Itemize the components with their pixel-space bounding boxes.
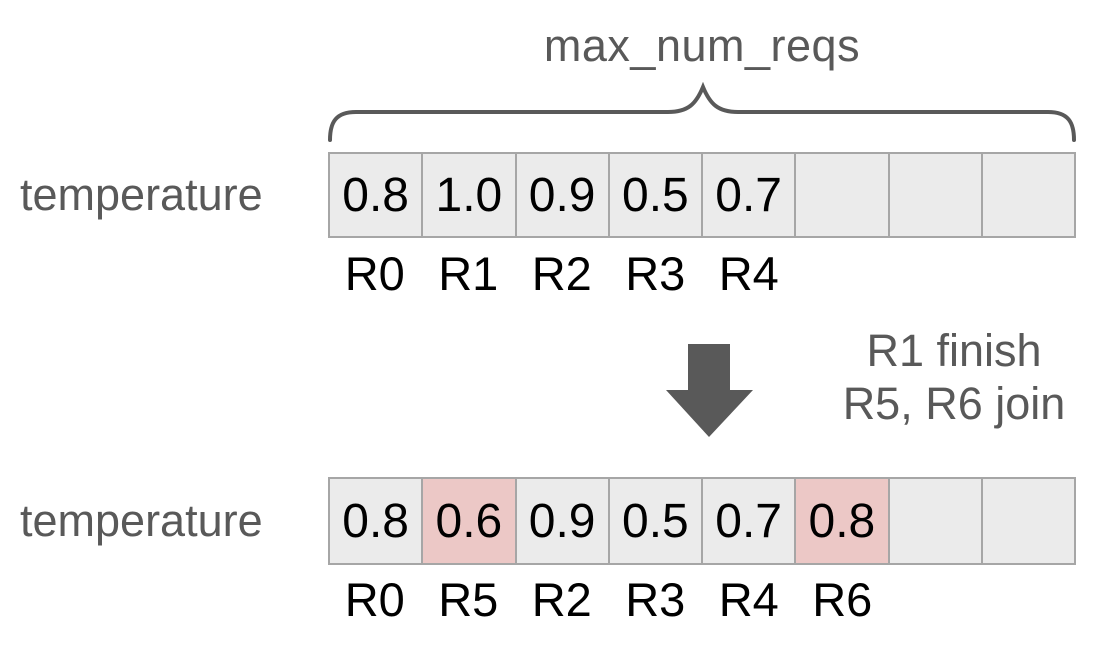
- request-index-label: R5: [438, 573, 499, 626]
- array-cell: 0.5: [609, 154, 703, 236]
- transition-note-line1: R1 finish: [866, 325, 1042, 376]
- request-index-label: R1: [438, 247, 499, 300]
- request-index-label: [889, 248, 983, 300]
- request-index-label: R2: [531, 573, 592, 626]
- request-index-label: R6: [812, 573, 873, 626]
- transition-note-line2: R5, R6 join: [842, 378, 1066, 429]
- request-index-label: R0: [344, 573, 405, 626]
- array-cell: 0.8: [330, 154, 424, 236]
- array-cell-highlighted: 0.8: [796, 479, 890, 563]
- temperature-label-after: temperature: [20, 495, 263, 546]
- request-index-label: R3: [625, 573, 686, 626]
- array-cell: 0.8: [330, 479, 424, 563]
- temperature-array-after: 0.8 0.6 0.9 0.5 0.7 0.8: [328, 477, 1076, 565]
- array-cell-empty: [889, 479, 983, 563]
- down-arrow-icon: [666, 344, 753, 437]
- request-index-label: [983, 574, 1077, 626]
- request-index-row-after: R0 R5 R2 R3 R4 R6: [328, 574, 1076, 626]
- array-cell-empty: [982, 154, 1074, 236]
- array-cell: 0.7: [703, 479, 797, 563]
- request-index-label: [796, 248, 890, 300]
- request-index-label: R3: [625, 247, 686, 300]
- array-cell-empty: [982, 479, 1074, 563]
- array-cell: 0.9: [516, 154, 610, 236]
- transition-note: R1 finish R5, R6 join: [828, 324, 1080, 430]
- request-index-label: R4: [718, 573, 779, 626]
- request-index-label: R2: [531, 247, 592, 300]
- max-num-reqs-label: max_num_reqs: [543, 20, 861, 71]
- brace-icon: [328, 82, 1076, 142]
- array-cell: 0.9: [516, 479, 610, 563]
- request-index-row-before: R0 R1 R2 R3 R4: [328, 248, 1076, 300]
- request-index-label: [889, 574, 983, 626]
- request-index-label: R4: [718, 247, 779, 300]
- temperature-label-before: temperature: [20, 169, 263, 220]
- array-cell-empty: [889, 154, 983, 236]
- array-cell-highlighted: 0.6: [423, 479, 517, 563]
- request-index-label: R0: [344, 247, 405, 300]
- temperature-array-before: 0.8 1.0 0.9 0.5 0.7: [328, 152, 1076, 238]
- array-cell-empty: [796, 154, 890, 236]
- array-cell: 0.5: [609, 479, 703, 563]
- array-cell: 1.0: [423, 154, 517, 236]
- request-index-label: [983, 248, 1077, 300]
- array-cell: 0.7: [703, 154, 797, 236]
